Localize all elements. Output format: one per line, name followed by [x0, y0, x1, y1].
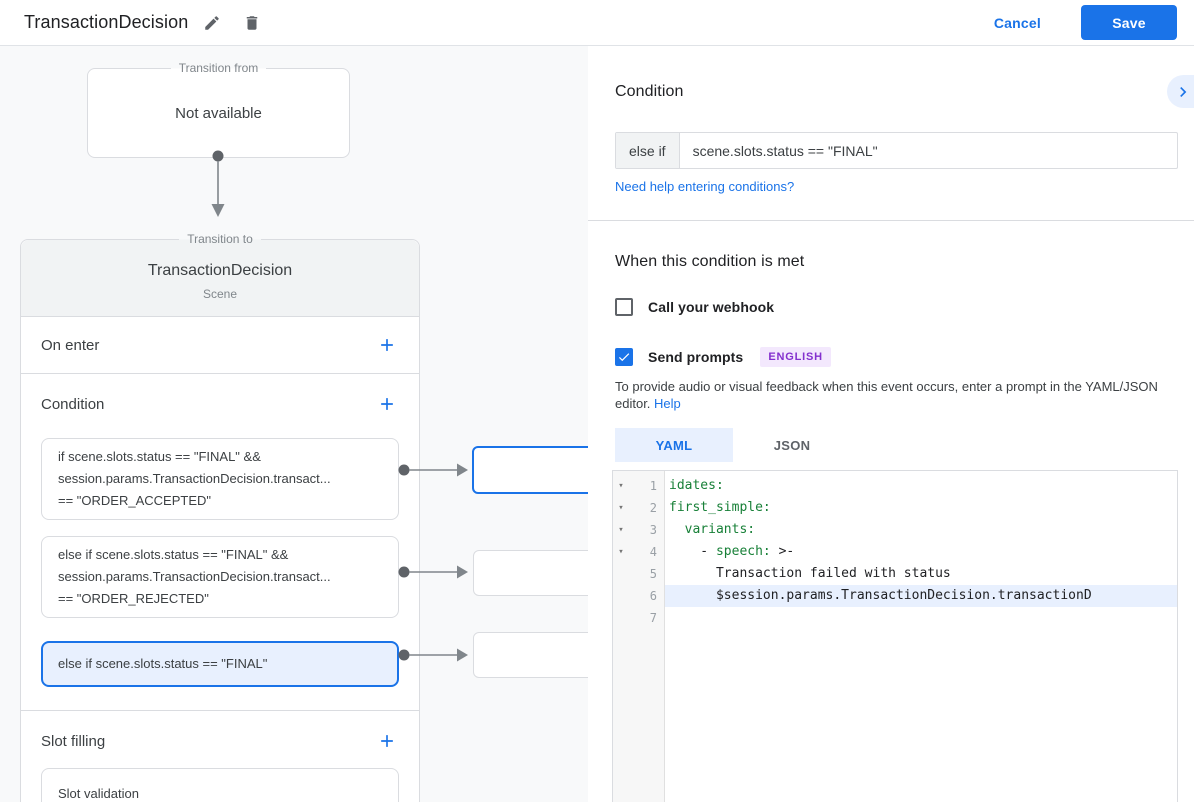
- delete-scene-button[interactable]: [236, 7, 268, 39]
- add-slot-button[interactable]: [375, 729, 399, 753]
- scene-name: TransactionDecision: [147, 262, 293, 279]
- scene-card-header: TransactionDecision Scene: [21, 240, 419, 317]
- condition-help-link[interactable]: Need help entering conditions?: [615, 179, 795, 194]
- plus-icon: [381, 735, 393, 747]
- code-line[interactable]: variants:: [669, 522, 756, 537]
- condition-line: session.params.TransactionDecision.trans…: [58, 471, 331, 486]
- code-line[interactable]: $session.params.TransactionDecision.tran…: [665, 585, 1177, 607]
- line-number: 3: [649, 523, 657, 537]
- condition-line: if scene.slots.status == "FINAL" &&: [58, 449, 261, 464]
- webhook-row: Call your webhook: [615, 298, 774, 316]
- call-webhook-label: Call your webhook: [648, 299, 775, 315]
- plus-icon: [381, 339, 393, 351]
- condition-detail-panel: Condition else if scene.slots.status == …: [588, 46, 1194, 802]
- connector-arrow-right: [457, 565, 468, 579]
- trash-icon: [247, 15, 258, 30]
- line-number: 4: [649, 545, 657, 559]
- condition-heading: Condition: [615, 83, 684, 100]
- pencil-icon: [205, 15, 220, 30]
- line-number: 7: [649, 611, 657, 625]
- save-button[interactable]: Save: [1081, 5, 1177, 40]
- condition-card-3-selected[interactable]: else if scene.slots.status == "FINAL": [41, 641, 399, 687]
- fold-arrow-icon[interactable]: ▾: [618, 503, 624, 513]
- cancel-button[interactable]: Cancel: [993, 14, 1041, 31]
- transition-from-box: Transition from Not available: [87, 61, 350, 158]
- prompt-description-text: To provide audio or visual feedback when…: [615, 379, 1158, 411]
- tab-yaml[interactable]: YAML: [615, 428, 733, 462]
- top-bar: TransactionDecision Cancel Save: [0, 0, 1194, 46]
- transition-from-value: Not available: [175, 104, 262, 122]
- transition-to-card: Transition to TransactionDecision Scene …: [20, 232, 420, 802]
- slot-validation-card[interactable]: Slot validation: [41, 768, 399, 802]
- line-number: 2: [649, 501, 657, 515]
- language-badge: ENGLISH: [760, 347, 831, 367]
- scene-type-label: Scene: [202, 287, 238, 301]
- gutter-line: ▾1: [613, 475, 664, 497]
- call-webhook-checkbox[interactable]: [615, 298, 633, 316]
- collapse-panel-button[interactable]: [1167, 75, 1194, 108]
- connector-arrow-down: [211, 204, 225, 217]
- gutter-line: ▾2: [613, 497, 664, 519]
- gutter-line: 5: [613, 563, 664, 585]
- condition-prefix: else if: [616, 133, 680, 168]
- condition-expression-value[interactable]: scene.slots.status == "FINAL": [692, 142, 878, 159]
- condition-card-2[interactable]: else if scene.slots.status == "FINAL" &&…: [41, 536, 399, 618]
- code-line[interactable]: Transaction failed with status: [669, 566, 951, 581]
- chevron-right-icon: [1179, 86, 1186, 97]
- condition-editor-section: Condition else if scene.slots.status == …: [588, 46, 1194, 221]
- gutter-line: 6: [613, 585, 664, 607]
- condition-header-row: Condition: [21, 374, 419, 424]
- code-line[interactable]: [665, 607, 1177, 629]
- prompt-help-link[interactable]: Help: [654, 396, 681, 411]
- condition-section-label: Condition: [41, 395, 105, 413]
- condition-line: else if scene.slots.status == "FINAL" &&: [58, 547, 289, 562]
- prompt-description: To provide audio or visual feedback when…: [615, 378, 1167, 412]
- condition-line: session.params.TransactionDecision.trans…: [58, 569, 331, 584]
- transition-target-box-1[interactable]: [472, 446, 602, 494]
- connector-arrow-right: [457, 648, 468, 662]
- code-line[interactable]: idates:: [669, 478, 724, 493]
- checkmark-icon: [618, 353, 630, 362]
- line-number: 1: [649, 479, 657, 493]
- tab-json[interactable]: JSON: [733, 428, 851, 462]
- connector-arrow-right: [457, 463, 468, 477]
- plus-icon: [381, 398, 393, 410]
- condition-expression-field[interactable]: else if scene.slots.status == "FINAL": [615, 132, 1178, 169]
- editor-tabs: YAML JSON: [615, 428, 851, 462]
- gutter-line: 7: [613, 607, 664, 629]
- condition-line: == "ORDER_REJECTED": [58, 591, 209, 606]
- slot-filling-label: Slot filling: [41, 732, 106, 750]
- slot-filling-header-row: Slot filling: [21, 711, 419, 761]
- fold-arrow-icon[interactable]: ▾: [618, 481, 624, 491]
- edit-title-button[interactable]: [196, 7, 228, 39]
- fold-arrow-icon[interactable]: ▾: [618, 525, 624, 535]
- condition-line: == "ORDER_ACCEPTED": [58, 493, 211, 508]
- condition-section: Condition if scene.slots.status == "FINA…: [21, 374, 419, 711]
- line-number: 6: [649, 589, 657, 603]
- send-prompts-checkbox[interactable]: [615, 348, 633, 366]
- send-prompts-row: Send prompts ENGLISH: [615, 347, 831, 367]
- gutter-line: ▾4: [613, 541, 664, 563]
- page-title: TransactionDecision: [24, 12, 189, 32]
- slot-filling-section: Slot filling Slot validation: [21, 711, 419, 802]
- condition-card-1[interactable]: if scene.slots.status == "FINAL" && sess…: [41, 438, 399, 520]
- line-number: 5: [649, 567, 657, 581]
- on-enter-label: On enter: [41, 336, 100, 354]
- send-prompts-label: Send prompts: [648, 349, 744, 365]
- code-line[interactable]: - speech: >-: [669, 544, 795, 559]
- transition-target-box-3[interactable]: [473, 632, 602, 678]
- fold-arrow-icon[interactable]: ▾: [618, 547, 624, 557]
- when-met-heading: When this condition is met: [615, 253, 805, 270]
- condition-line: else if scene.slots.status == "FINAL": [58, 656, 268, 671]
- add-condition-button[interactable]: [375, 392, 399, 416]
- on-enter-row: On enter: [21, 317, 419, 374]
- transition-target-box-2[interactable]: [473, 550, 602, 596]
- editor-code[interactable]: idates: first_simple: variants: - speech:…: [665, 471, 1177, 802]
- code-line[interactable]: first_simple:: [669, 500, 771, 515]
- gutter-line: ▾3: [613, 519, 664, 541]
- add-on-enter-button[interactable]: [375, 333, 399, 357]
